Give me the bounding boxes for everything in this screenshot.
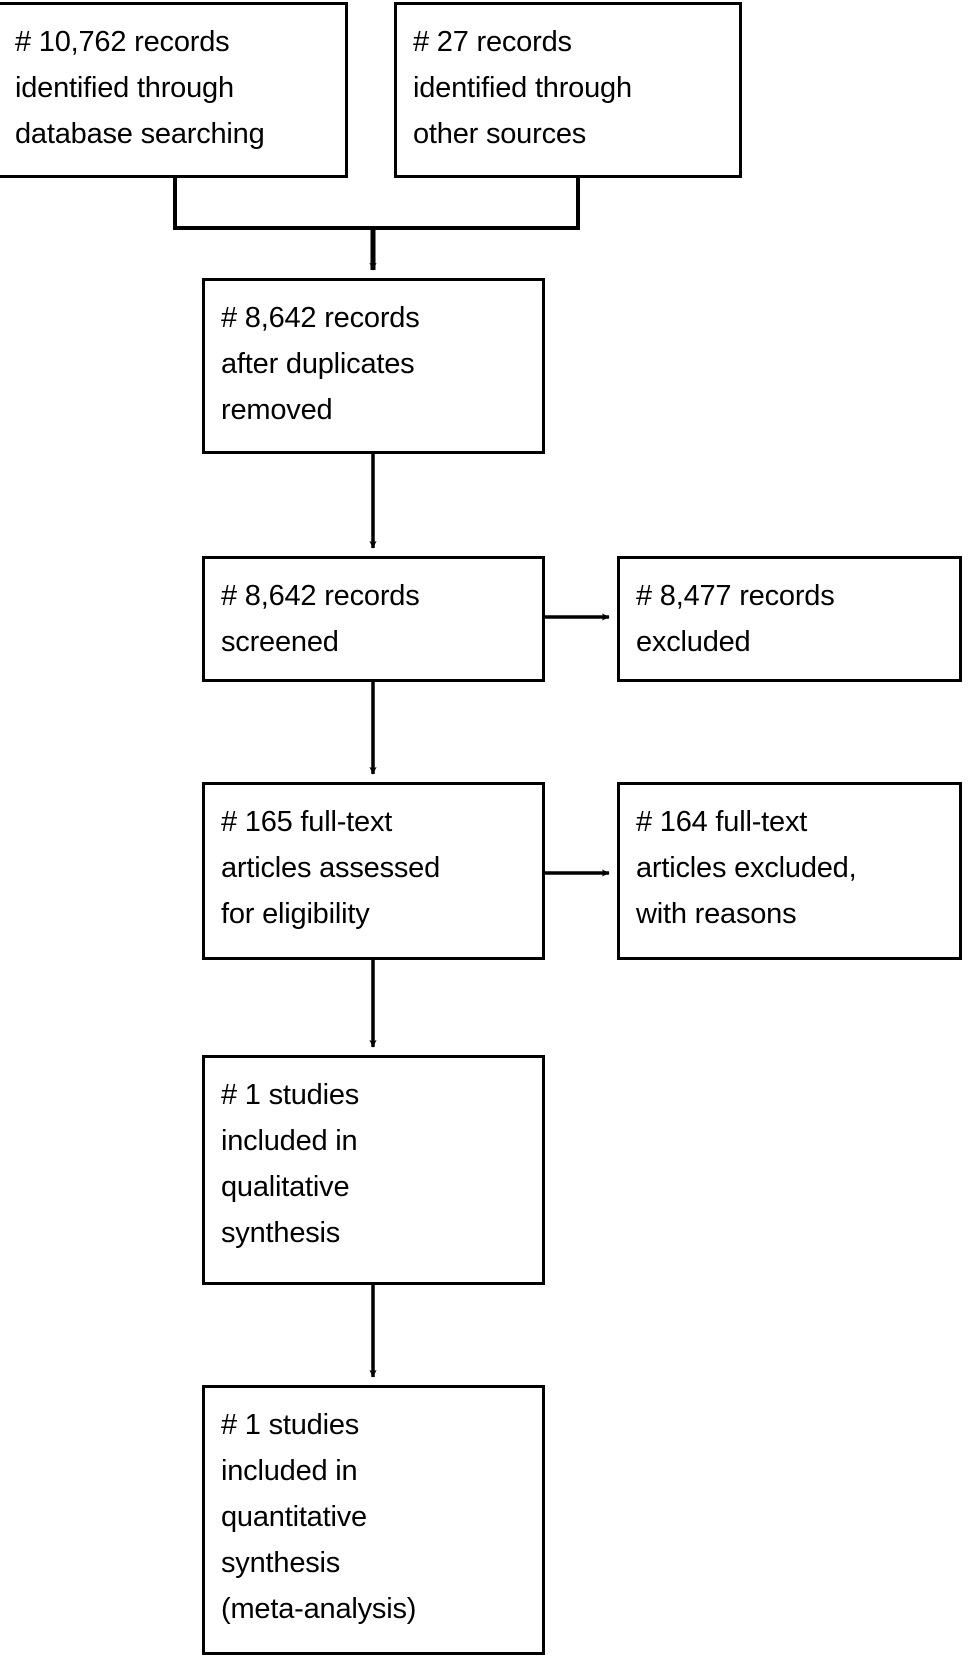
- connector-identification-merge: [173, 178, 580, 271]
- node-records-screened: # 8,642 records screened: [202, 556, 545, 682]
- node-fulltext-articles-assessed: # 165 full-text articles assessed for el…: [202, 782, 545, 960]
- node-records-identified-database: # 10,762 records identified through data…: [0, 2, 348, 178]
- node-studies-quantitative-synthesis: # 1 studies included in quantitative syn…: [202, 1385, 545, 1655]
- node-records-identified-other-sources: # 27 records identified through other so…: [394, 2, 742, 178]
- node-records-after-duplicates-removed: # 8,642 records after duplicates removed: [202, 278, 545, 454]
- node-records-excluded: # 8,477 records excluded: [617, 556, 962, 682]
- node-studies-qualitative-synthesis: # 1 studies included in qualitative synt…: [202, 1055, 545, 1285]
- node-fulltext-articles-excluded: # 164 full-text articles excluded, with …: [617, 782, 962, 960]
